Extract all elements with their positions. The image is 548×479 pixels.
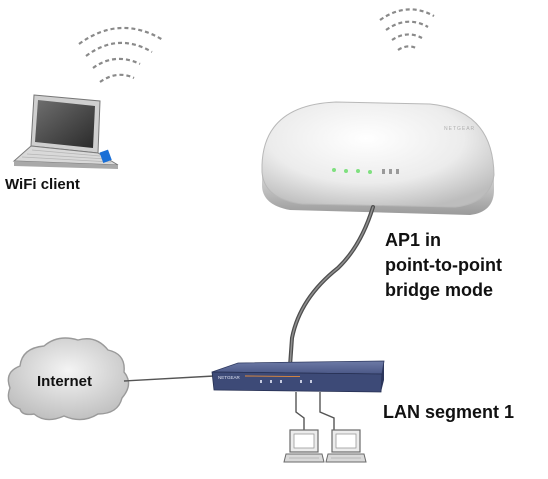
desktop-computer-icon (283, 429, 325, 463)
wifi-waves-icon (379, 8, 435, 51)
lan-cables (295, 392, 335, 430)
ap1-label: AP1 in point-to-point bridge mode (385, 228, 502, 303)
desktop-computer-icon (325, 429, 367, 463)
ap1-label-line3: bridge mode (385, 280, 494, 300)
ap-brand-text: NETGEAR (444, 126, 475, 132)
lan-segment-label: LAN segment 1 (383, 402, 515, 422)
router-icon: NETGEAR (211, 360, 385, 393)
cloud-icon (7, 337, 130, 421)
ap-router-cable (288, 205, 375, 368)
laptop-icon (12, 94, 119, 169)
wifi-client-label: WiFi client (5, 176, 80, 193)
internet-router-link (123, 375, 215, 382)
ap1-label-line1: AP1 in (385, 230, 442, 250)
wifi-waves-icon (78, 26, 164, 83)
internet-label: Internet (37, 373, 93, 390)
access-point-icon: NETGEAR (261, 101, 495, 215)
ap1-label-line2: point-to-point (385, 255, 502, 275)
router-brand-text: NETGEAR (218, 375, 241, 380)
